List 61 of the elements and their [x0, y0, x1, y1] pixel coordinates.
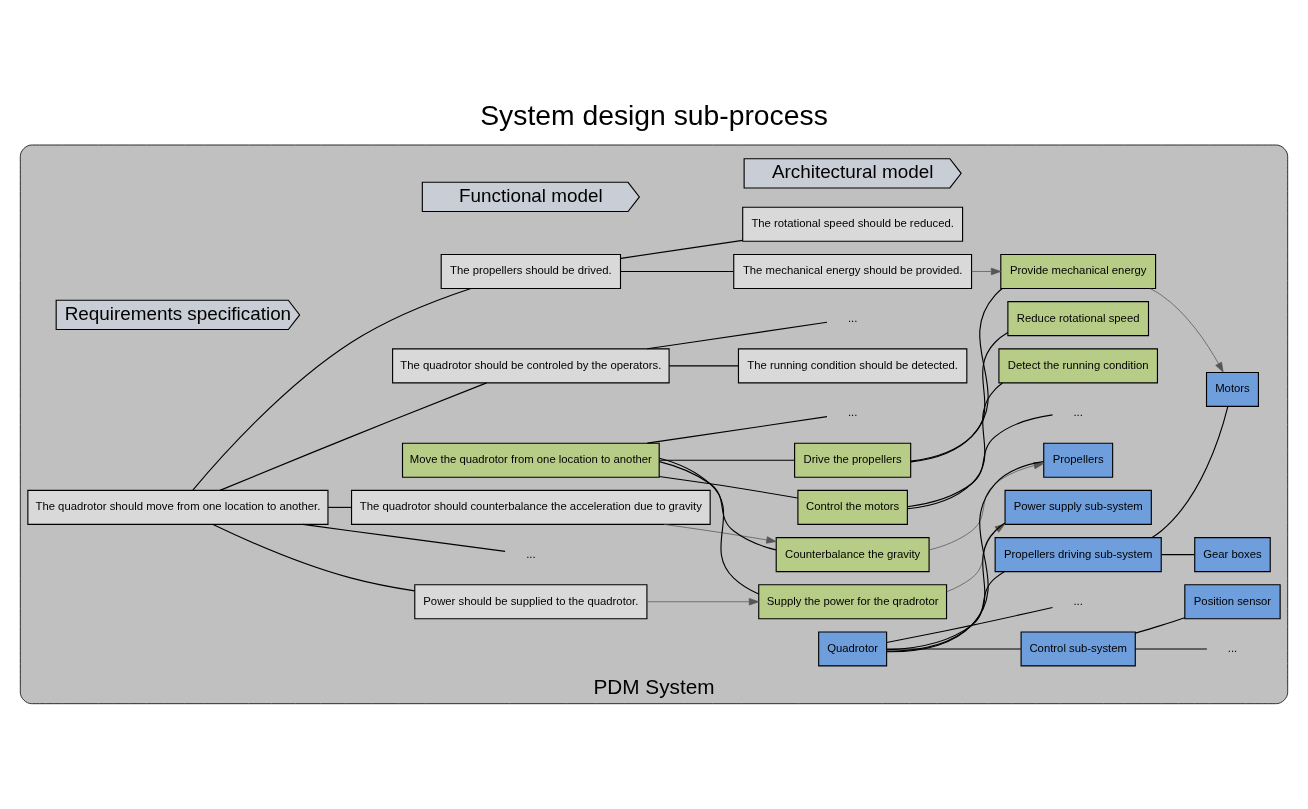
node-box: The running condition should be detected. [737, 347, 968, 383]
node-text: ... [526, 547, 536, 559]
connector [906, 413, 1054, 507]
connector [1134, 616, 1186, 634]
node-box: The mechanical energy should be provided. [733, 253, 973, 289]
node-box: The propellers should be drived. [440, 253, 622, 289]
node-text: ... [847, 311, 858, 324]
connector [910, 287, 1003, 462]
node-box: Supply the power for the qradrotor [758, 583, 948, 619]
connector [1161, 553, 1196, 555]
node-box: Quadrotor [818, 630, 888, 666]
node-box: Power should be supplied to the quadrotor. [414, 583, 648, 619]
node-box: Propellers [1043, 442, 1114, 478]
node-box: The rotational speed should be reduced. [742, 206, 964, 242]
connector [1134, 647, 1208, 649]
node-box: Counterbalance the gravity [775, 536, 930, 572]
connector [646, 321, 828, 349]
connector [910, 331, 1009, 462]
connector [219, 381, 488, 491]
arrow [1150, 287, 1224, 372]
connector [886, 606, 1054, 643]
diagram-title: System design sub-process [480, 98, 828, 131]
connector [327, 506, 352, 508]
node-box: Control the motors [797, 489, 908, 525]
connector [886, 647, 1022, 649]
node-box: The quadrotor should be controled by the operators. [392, 347, 670, 383]
node-box: The quadrotor should move from one location to another. [27, 489, 329, 525]
connector [659, 459, 796, 461]
connector [668, 364, 739, 366]
connector [620, 239, 744, 259]
node-text: ... [1073, 594, 1083, 607]
node-box: Propellers driving sub-system [994, 536, 1162, 572]
node-box: Position sensor [1184, 583, 1281, 619]
connector [302, 523, 506, 552]
arrow [929, 461, 1044, 550]
connector [658, 457, 760, 594]
arrow [663, 523, 777, 544]
arrow [646, 597, 760, 605]
connector [620, 270, 735, 272]
node-box: Drive the propellers [794, 442, 912, 478]
connector [646, 415, 828, 444]
connector [192, 287, 472, 491]
node-box: Power supply sub-system [1004, 489, 1152, 525]
connector [906, 382, 1004, 509]
node-box: Detect the running condition [998, 347, 1159, 383]
node-box: The quadrotor should counterbalance the acceleration due to gravity [351, 489, 711, 525]
node-text: ... [847, 405, 858, 418]
connector [1151, 405, 1229, 538]
node-text: ... [1227, 641, 1238, 654]
connector [658, 475, 799, 498]
connector [658, 460, 777, 550]
node-text: ... [1073, 405, 1083, 418]
node-box: Motors [1205, 371, 1259, 407]
node-box: Provide mechanical energy [1000, 253, 1157, 289]
node-box: Move the quadrotor from one location to another [401, 442, 660, 478]
node-box: Reduce rotational speed [1007, 300, 1150, 336]
connector [212, 523, 416, 591]
arrow [971, 267, 1002, 275]
node-box: Gear boxes [1194, 536, 1271, 572]
node-box: Control sub-system [1020, 630, 1136, 666]
connector [886, 460, 1045, 652]
